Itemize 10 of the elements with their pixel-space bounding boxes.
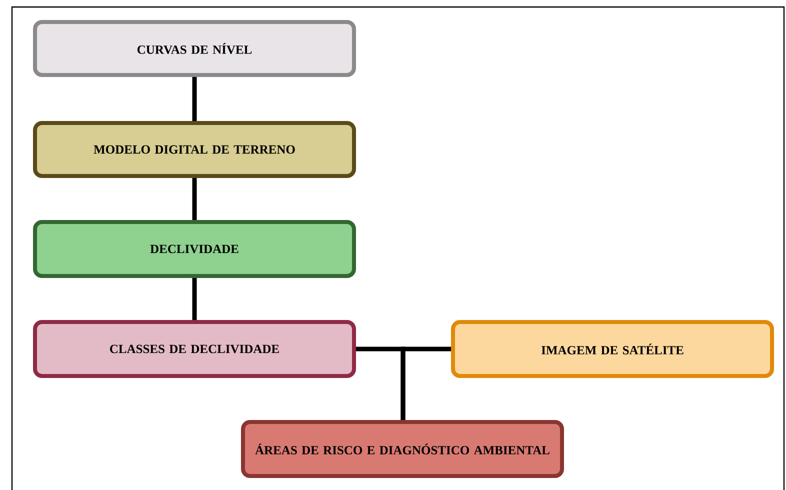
connector-line (192, 278, 197, 320)
connector-line (192, 178, 197, 220)
connector-line (192, 77, 197, 121)
process-box: ÁREAS DE RISCO E DIAGNÓSTICO AMBIENTAL (241, 420, 564, 478)
process-box: DECLIVIDADE (33, 220, 356, 278)
connector-line (400, 346, 451, 420)
process-box: IMAGEM DE SATÉLITE (451, 320, 774, 378)
process-box: CURVAS DE NÍVEL (33, 20, 356, 77)
process-box: MODELO DIGITAL DE TERRENO (33, 121, 356, 178)
process-box: CLASSES DE DECLIVIDADE (33, 320, 356, 378)
